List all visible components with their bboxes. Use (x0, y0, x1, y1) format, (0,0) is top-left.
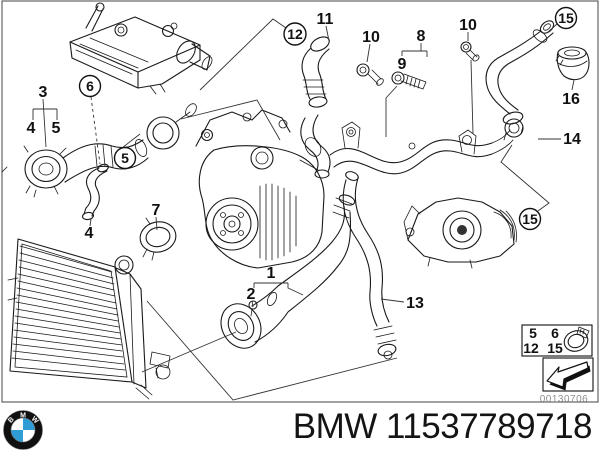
bolt-10-right (460, 41, 480, 62)
radiator (1, 166, 171, 400)
callout-11: 11 (317, 11, 334, 28)
callout-10a: 10 (362, 29, 380, 46)
callout-numbers: 3 4 5 4 7 1 2 11 10 8 9 10 16 14 13 (27, 11, 581, 312)
circled-12: 12 (287, 26, 303, 42)
callout-1: 1 (267, 265, 276, 282)
legend-5: 5 (529, 325, 537, 341)
callout-16: 16 (562, 91, 580, 108)
circled-15-top: 15 (558, 10, 574, 26)
callout-10b: 10 (459, 17, 477, 34)
legend-6: 6 (551, 325, 559, 341)
callout-14: 14 (563, 131, 581, 148)
footer-bar: B M W BMW 11537789718 (0, 404, 600, 450)
lower-radiator-hose (220, 194, 356, 349)
bmw-logo-letter-m: M (20, 413, 26, 420)
cooling-hoses-diagram: 3 4 5 4 7 1 2 11 10 8 9 10 16 14 13 6 5 … (1, 0, 599, 404)
hose-clamp-icon (563, 326, 590, 352)
expansion-tank-assembly (69, 2, 213, 95)
bmw-logo-quadrant (11, 430, 23, 442)
callout-9: 9 (398, 56, 407, 73)
vent-hose (81, 163, 109, 221)
front-direction-arrow-icon (546, 361, 591, 391)
circled-15-bottom: 15 (522, 211, 538, 227)
bmw-logo-quadrant (23, 418, 35, 430)
return-hose-right (485, 20, 555, 141)
direction-arrow-box (542, 357, 594, 392)
callout-5: 5 (52, 120, 61, 137)
thermostat-housing (403, 197, 517, 269)
callout-4b: 4 (85, 225, 94, 242)
upper-radiator-hose (23, 103, 197, 198)
bolt-10-left (356, 63, 384, 86)
connector-16 (555, 46, 590, 81)
leader-lines (32, 18, 575, 401)
clamp-part-7 (139, 217, 177, 261)
callout-7: 7 (152, 202, 161, 219)
coolant-pipe-8 (329, 121, 514, 175)
legend-12: 12 (523, 340, 539, 356)
circled-6: 6 (86, 78, 94, 94)
callout-3: 3 (39, 84, 48, 101)
circled-5: 5 (121, 150, 129, 166)
bmw-logo-letter-b: B (7, 416, 16, 425)
part-number: BMW 11537789718 (292, 407, 593, 446)
hose-13 (342, 171, 397, 360)
callout-2: 2 (247, 286, 256, 303)
callout-8: 8 (417, 28, 426, 45)
bmw-logo-letter-w: W (30, 416, 40, 426)
callout-4: 4 (27, 120, 36, 137)
circled-callouts: 6 5 12 15 15 (78, 6, 578, 231)
diagram-frame (1, 0, 599, 403)
bolt-9 (391, 71, 427, 90)
bmw-logo: B M W (3, 410, 43, 450)
drawing-number: 00130706 (540, 394, 589, 404)
callout-13: 13 (406, 295, 424, 312)
legend-15: 15 (547, 340, 563, 356)
hose-11 (300, 36, 331, 179)
water-pump (195, 109, 325, 269)
clamp-legend: 5 6 12 15 (521, 324, 593, 357)
